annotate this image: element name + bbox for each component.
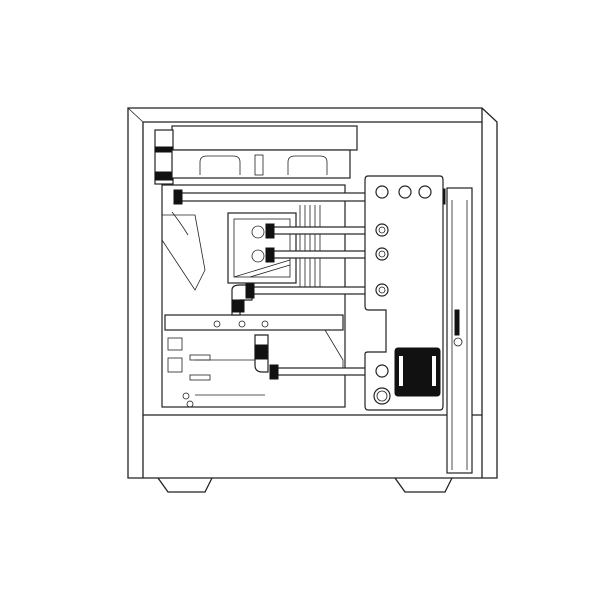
case-feet xyxy=(157,477,453,493)
tubing xyxy=(173,188,446,380)
ram-slots xyxy=(299,205,321,290)
case-body xyxy=(127,107,498,479)
fans xyxy=(171,149,351,179)
gpu xyxy=(164,314,344,371)
pump xyxy=(394,347,441,397)
cpu-waterblock xyxy=(227,212,297,284)
reservoir xyxy=(446,187,473,474)
brand-logo-icon xyxy=(453,309,463,347)
fittings xyxy=(373,185,432,405)
distribution-plate xyxy=(364,175,444,411)
